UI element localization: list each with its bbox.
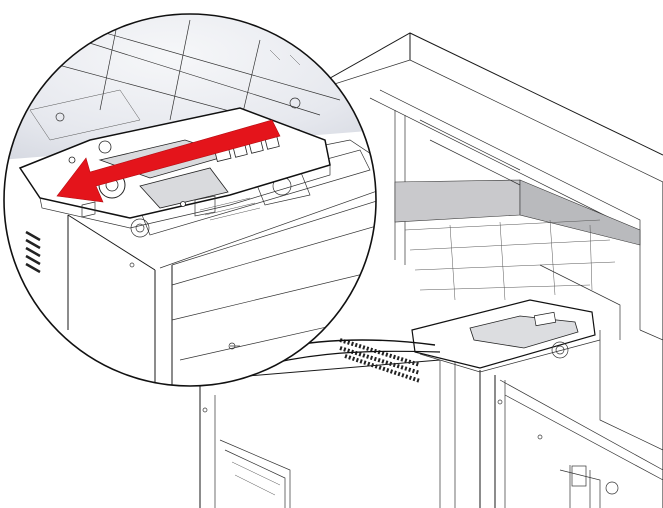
callout-border	[3, 13, 377, 387]
callout-vent	[25, 230, 41, 274]
control-panel-main	[411, 299, 601, 373]
arrow-left-icon	[56, 119, 281, 203]
detail-callout	[3, 13, 377, 387]
machine-body	[199, 32, 663, 508]
vent-grille	[339, 338, 421, 383]
